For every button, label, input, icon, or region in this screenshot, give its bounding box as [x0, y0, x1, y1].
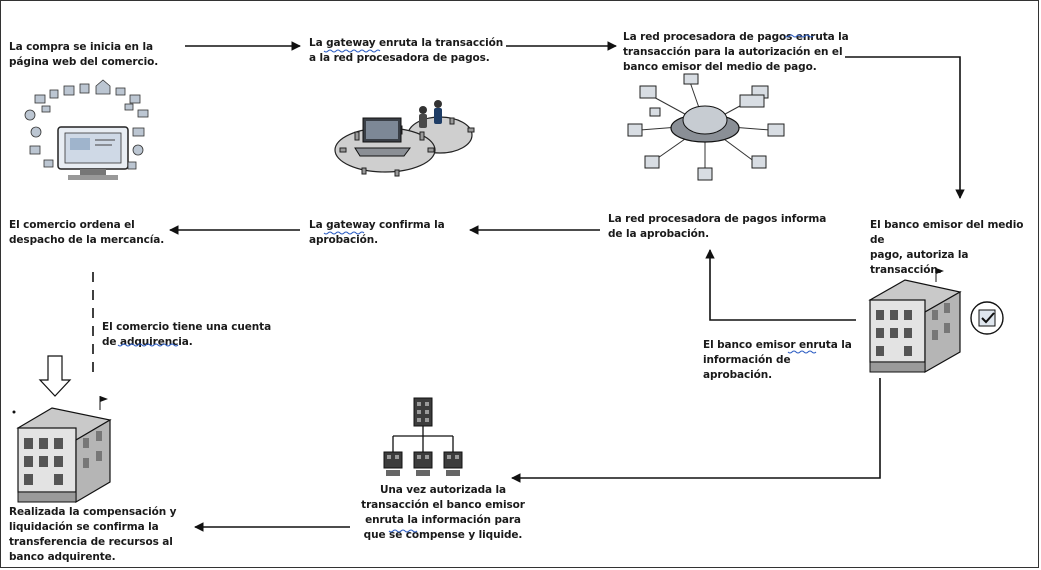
step-network-routes: La red procesadora de pagos enruta la tr… [623, 31, 849, 73]
acquirer-bank-building-icon [12, 396, 112, 504]
payment-network-icon [627, 73, 785, 181]
arrow-issuer-to-clearing [511, 378, 881, 483]
step-issuer-routes-approval: El banco emisor enruta la información de… [703, 339, 852, 381]
arrow-3-to-4 [845, 56, 965, 199]
step-gateway-routes: La gateway enruta la transacción a la re… [309, 37, 504, 64]
step-network-informs: La red procesadora de pagos informa de l… [608, 213, 827, 240]
step-purchase-start: La compra se inicia en la página web del… [9, 41, 159, 68]
arrow-issuer-to-network [705, 249, 856, 321]
spellcheck-underlines [117, 34, 817, 533]
issuer-bank-building-icon [868, 268, 1004, 374]
step-merchant-dispatch: El comercio ordena el despacho de la mer… [9, 219, 165, 246]
step-gateway-confirms: La gateway confirma la aprobación. [309, 219, 445, 246]
org-chart-icon [383, 397, 463, 476]
ecommerce-screen-icon [24, 79, 149, 180]
hollow-down-arrow [38, 355, 72, 397]
gateway-gears-icon [334, 100, 475, 177]
step-settlement-confirmed: Realizada la compensación y liquidación … [9, 506, 177, 563]
step-issuer-authorizes: El banco emisor del medio de pago, autor… [870, 219, 1024, 276]
